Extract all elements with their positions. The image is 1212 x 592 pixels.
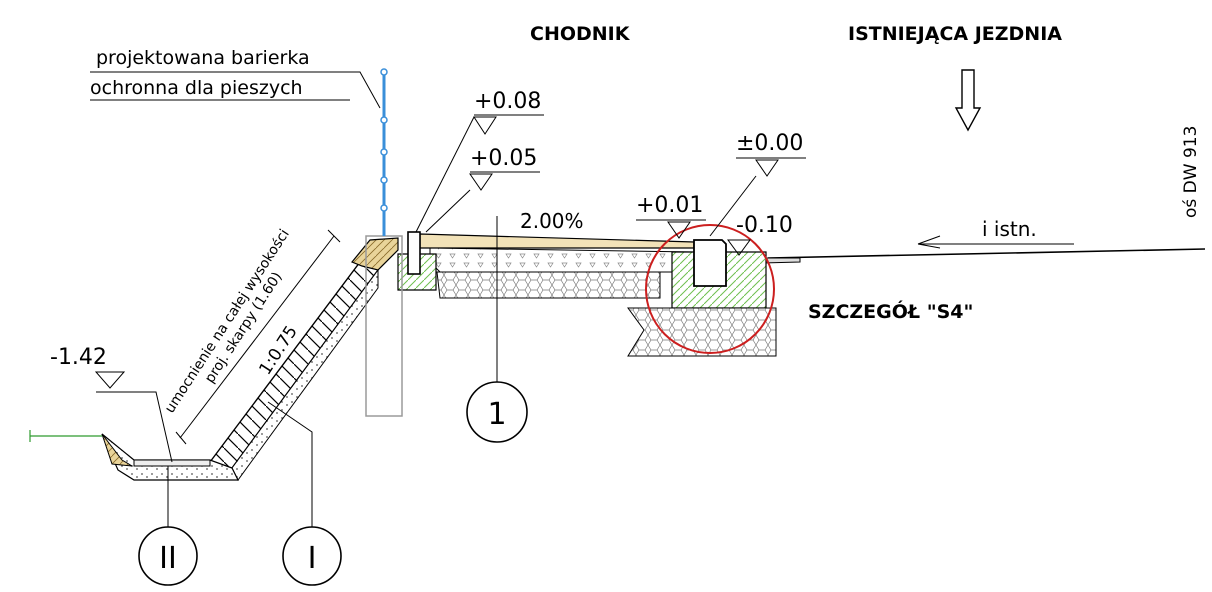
- barrier-label-line1: projektowana barierka: [96, 47, 310, 69]
- callout-2: II: [138, 466, 198, 586]
- embankment-slope: [29, 237, 399, 481]
- elevation-marker-5: -0.10: [727, 213, 793, 256]
- down-arrow-icon: [954, 69, 982, 132]
- svg-text:-0.10: -0.10: [736, 213, 793, 238]
- svg-text:+0.05: +0.05: [470, 146, 537, 171]
- barrier-label: projektowana barierka ochronna dla piesz…: [90, 47, 381, 109]
- svg-text:+0.08: +0.08: [474, 89, 541, 114]
- elevation-marker-4: ±0.00: [709, 131, 806, 237]
- existing-roadway: [724, 248, 1206, 279]
- elevation-marker-3: +0.01: [636, 193, 706, 239]
- callout-1: 1: [466, 381, 528, 443]
- svg-text:+0.01: +0.01: [636, 193, 703, 218]
- callout-3: I: [267, 401, 342, 586]
- pedestrian-barrier: [365, 68, 403, 417]
- svg-text:i istn.: i istn.: [982, 217, 1037, 241]
- grade-label: 2.00%: [520, 209, 584, 233]
- existing-grade-label: i istn.: [917, 217, 1074, 249]
- barrier-label-line2: ochronna dla pieszych: [90, 77, 303, 99]
- svg-text:II: II: [159, 541, 177, 576]
- svg-text:-1.42: -1.42: [50, 345, 107, 370]
- elevation-marker-1: +0.08: [415, 89, 544, 233]
- svg-text:I: I: [308, 541, 317, 576]
- svg-text:±0.00: ±0.00: [736, 131, 803, 156]
- axis-label: oś DW 913: [1181, 126, 1201, 218]
- svg-text:1: 1: [487, 397, 506, 432]
- sidewalk-structure: [397, 231, 695, 299]
- detail-circle: [645, 224, 775, 354]
- elevation-marker-6: -1.42: [50, 345, 173, 463]
- detail-label: SZCZEGÓŁ "S4": [808, 299, 973, 323]
- roadway-label: ISTNIEJĄCA JEZDNIA: [848, 23, 1062, 45]
- sidewalk-label: CHODNIK: [530, 23, 631, 45]
- curb-detail: [627, 224, 777, 357]
- elevation-marker-2: +0.05: [425, 146, 540, 233]
